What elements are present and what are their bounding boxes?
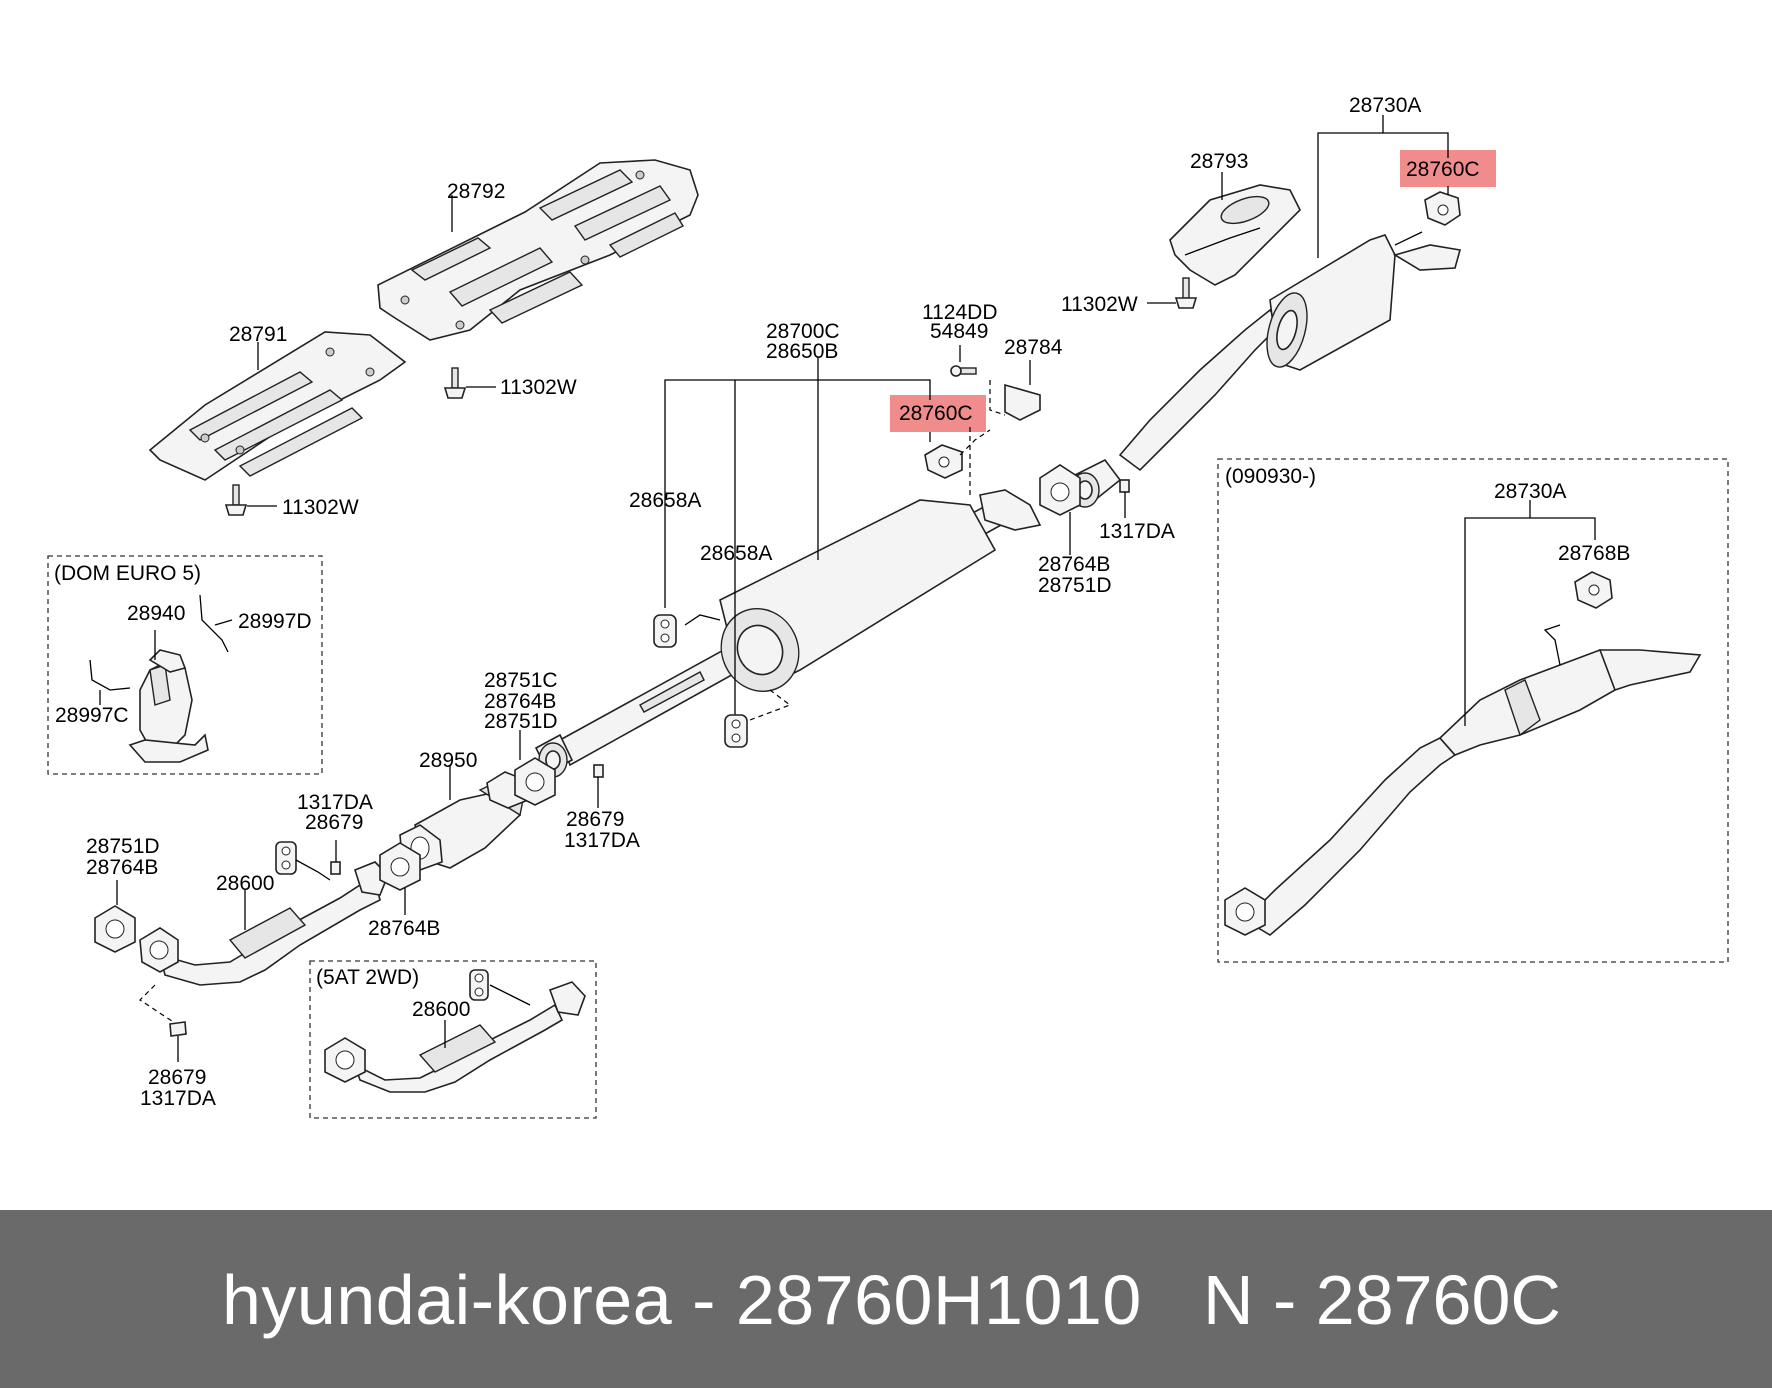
label-box-dom-euro5: (DOM EURO 5) (54, 562, 201, 585)
label-11302W-mid: 11302W (500, 376, 577, 399)
footer-bar: hyundai-korea - 28760H1010 N - 28760C (0, 1210, 1772, 1388)
nut-28679-left (330, 861, 341, 875)
sensor-28997D (199, 594, 229, 653)
rear-muffler-28730A-box (1224, 624, 1702, 936)
label-54849: 54849 (930, 320, 988, 343)
label-1317DA-left: 1317DA (297, 791, 373, 814)
label-28792: 28792 (447, 180, 505, 203)
gasket-28751C (514, 757, 556, 806)
label-28768B: 28768B (1558, 542, 1630, 565)
label-28791: 28791 (229, 323, 287, 346)
euro5-converter-28940 (128, 630, 209, 763)
label-28764B-bottom: 28764B (368, 917, 440, 940)
label-28764B-left: 28764B (86, 856, 158, 879)
label-box-090930: (090930-) (1225, 465, 1316, 488)
bolt-11302W-top (1147, 277, 1198, 309)
label-28751D-left: 28751D (86, 835, 160, 858)
label-28600-5at: 28600 (412, 998, 470, 1021)
box-5at-2wd (309, 960, 597, 1119)
hanger-28760C-mid (924, 444, 963, 479)
label-28950: 28950 (419, 749, 477, 772)
hanger-front-pipe (275, 841, 331, 881)
label-1317DA-right: 1317DA (1099, 520, 1175, 543)
label-28730A-top: 28730A (1349, 94, 1421, 117)
heat-shield-28792 (377, 159, 699, 341)
label-28751D-right: 28751D (1038, 574, 1112, 597)
exhaust-system-diagram: 28730A 28760C 28793 11302W 28792 28791 1… (47, 94, 1729, 1119)
bracket-28700C (664, 379, 931, 608)
bracket-28784 (1004, 360, 1041, 421)
label-1124DD: 1124DD (922, 301, 998, 324)
label-28700C: 28700C (766, 320, 840, 343)
dash-nut-b (139, 984, 179, 1026)
label-28760C-top: 28760C (1406, 158, 1480, 181)
gasket-28764B-right (1039, 464, 1081, 516)
label-28997D: 28997D (238, 610, 312, 633)
hanger-28658A-1 (653, 614, 721, 648)
hanger-28768B (1574, 571, 1613, 609)
label-28760C-mid: 28760C (899, 402, 973, 425)
label-28650B: 28650B (766, 340, 838, 363)
hanger-28658A-2 (724, 689, 792, 748)
label-28940: 28940 (127, 602, 185, 625)
front-pipe-28600-5at (324, 969, 586, 1093)
box-dom-euro5 (47, 555, 323, 775)
dash-hanger-mid (959, 429, 991, 456)
label-11302W-top: 11302W (1061, 293, 1138, 316)
label-28784: 28784 (1004, 336, 1063, 359)
box-090930 (1217, 458, 1729, 963)
bolt-11302W-low (224, 484, 277, 516)
label-11302W-low: 11302W (282, 496, 359, 519)
label-28793: 28793 (1190, 150, 1248, 173)
sensor-28997C (89, 659, 131, 691)
label-28600: 28600 (216, 872, 274, 895)
label-28679-center: 28679 (566, 808, 624, 831)
nut-1317DA-right (1119, 479, 1130, 493)
leader-28997D (214, 619, 233, 626)
label-box-5at-2wd: (5AT 2WD) (316, 966, 419, 989)
highlight-28760C-mid (890, 395, 986, 432)
footer-reference: N - 28760C (1203, 1261, 1561, 1339)
label-28764B-right: 28764B (1038, 553, 1110, 576)
nut-28679-bottom (169, 1021, 187, 1037)
label-28658A-1: 28658A (629, 489, 701, 512)
hanger-28760C-top (1424, 191, 1461, 226)
heat-shield-28793 (1169, 184, 1301, 286)
label-28679-left: 28679 (305, 811, 363, 834)
gasket-28751D-left (94, 905, 136, 953)
nut-28679-center (593, 764, 604, 778)
label-28658A-2: 28658A (700, 542, 772, 565)
bolt-11302W-mid (443, 367, 496, 399)
label-28751D-center: 28751D (484, 710, 558, 733)
label-28679-bottom: 28679 (148, 1066, 206, 1089)
label-28997C: 28997C (55, 704, 129, 727)
label-28751C: 28751C (484, 669, 558, 692)
label-28730A-box: 28730A (1494, 480, 1566, 503)
label-28764B-center: 28764B (484, 690, 556, 713)
heat-shield-28791 (148, 331, 407, 481)
bolt-1124DD (950, 365, 977, 377)
footer-part-number: hyundai-korea - 28760H1010 (222, 1261, 1142, 1339)
front-pipe-28600 (139, 861, 389, 986)
dash-28784 (989, 380, 1006, 416)
label-1317DA-center: 1317DA (564, 829, 640, 852)
gasket-28764B-bottom (379, 842, 421, 891)
label-1317DA-bottom: 1317DA (140, 1087, 216, 1110)
center-muffler-28700C (534, 489, 1042, 778)
